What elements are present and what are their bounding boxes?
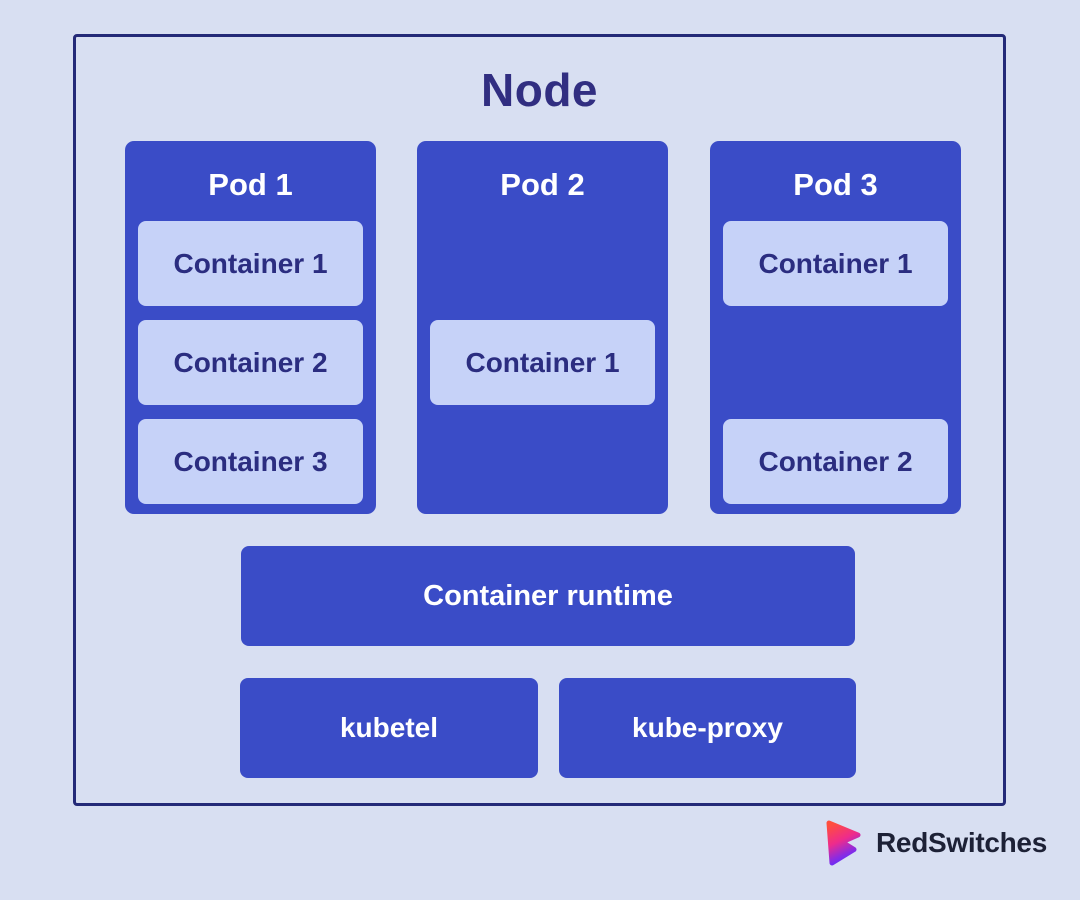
pod-1-title: Pod 1 <box>208 167 293 202</box>
pod-2-title: Pod 2 <box>500 167 585 202</box>
pod-3-container-2: Container 2 <box>723 419 948 504</box>
pod-1-container-3: Container 3 <box>138 419 363 504</box>
redswitches-logo-text: RedSwitches <box>876 827 1047 858</box>
pod-1: Pod 1 Container 1 Container 2 Container … <box>125 141 376 514</box>
node-box: Node Pod 1 Container 1 Container 2 Conta… <box>73 34 1006 806</box>
container-runtime-box: Container runtime <box>241 546 855 646</box>
pod-3-container-1: Container 1 <box>723 221 948 306</box>
node-title: Node <box>481 64 598 116</box>
pod-2-container-1: Container 1 <box>430 320 655 405</box>
redswitches-logo: RedSwitches <box>821 818 1047 868</box>
pod-3-title: Pod 3 <box>793 167 878 202</box>
pod-1-container-2: Container 2 <box>138 320 363 405</box>
kube-proxy-box: kube-proxy <box>559 678 856 778</box>
pod-3: Pod 3 Container 1 Container 2 <box>710 141 961 514</box>
kubetel-box: kubetel <box>240 678 538 778</box>
redswitches-arrow-icon <box>826 820 861 866</box>
pod-2: Pod 2 Container 1 <box>417 141 668 514</box>
pod-1-container-1: Container 1 <box>138 221 363 306</box>
